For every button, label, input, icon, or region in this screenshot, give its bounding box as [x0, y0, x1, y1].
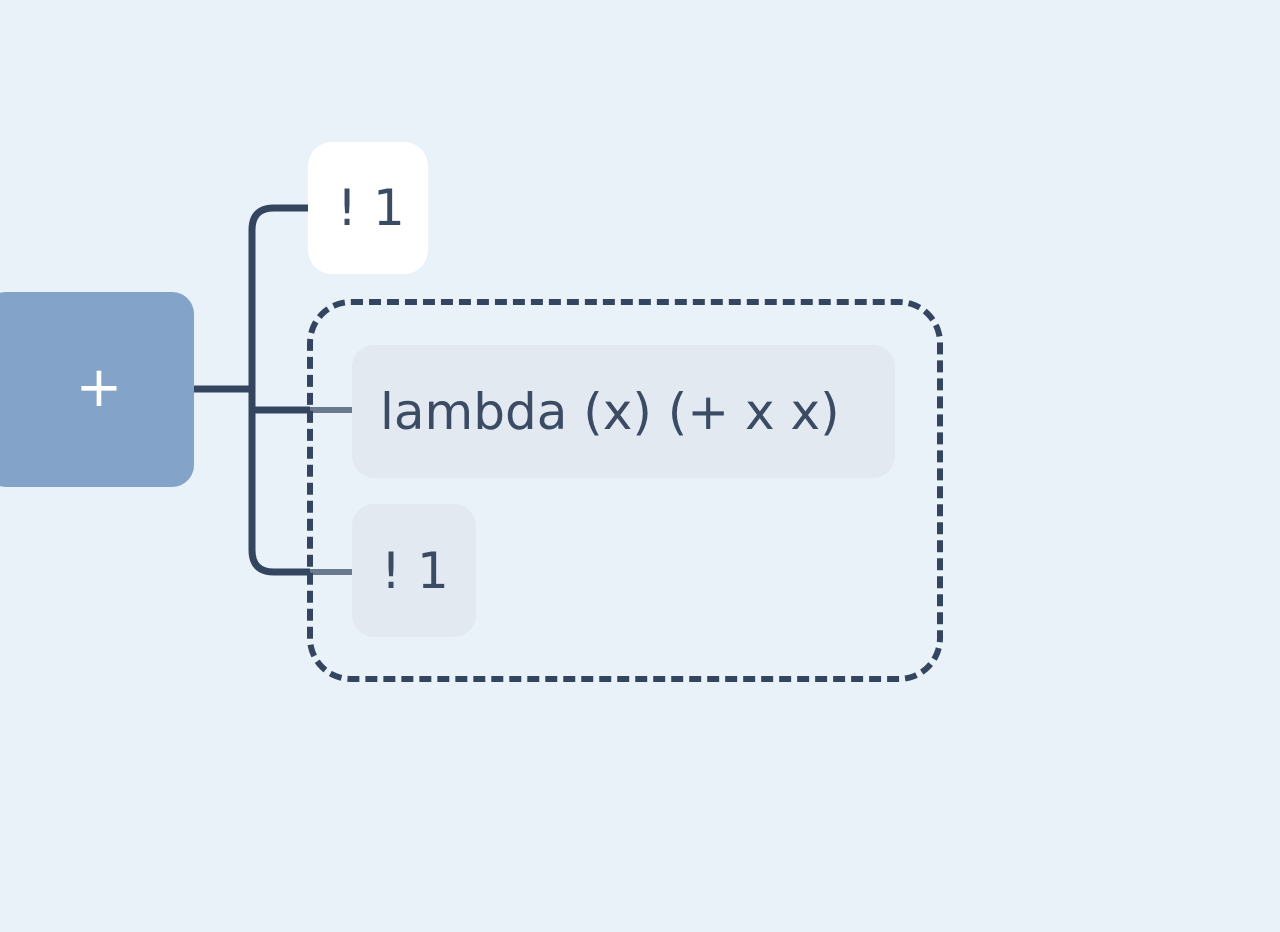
child-node-lambda[interactable]: lambda (x) (+ x x) [352, 345, 895, 478]
connector-to-bottom-child [248, 389, 310, 576]
child-node-top[interactable]: ! 1 [308, 142, 428, 274]
connector-to-lambda-child [248, 389, 310, 414]
child-node-label: ! 1 [337, 179, 405, 237]
child-node-label: ! 1 [381, 541, 449, 600]
child-node-bottom[interactable]: ! 1 [352, 504, 476, 637]
child-node-label: lambda (x) (+ x x) [380, 382, 840, 441]
root-node-plus[interactable]: + [0, 292, 194, 487]
root-node-label: + [75, 354, 123, 420]
connector-to-top-child [248, 204, 310, 389]
selection-group-box [307, 299, 943, 682]
